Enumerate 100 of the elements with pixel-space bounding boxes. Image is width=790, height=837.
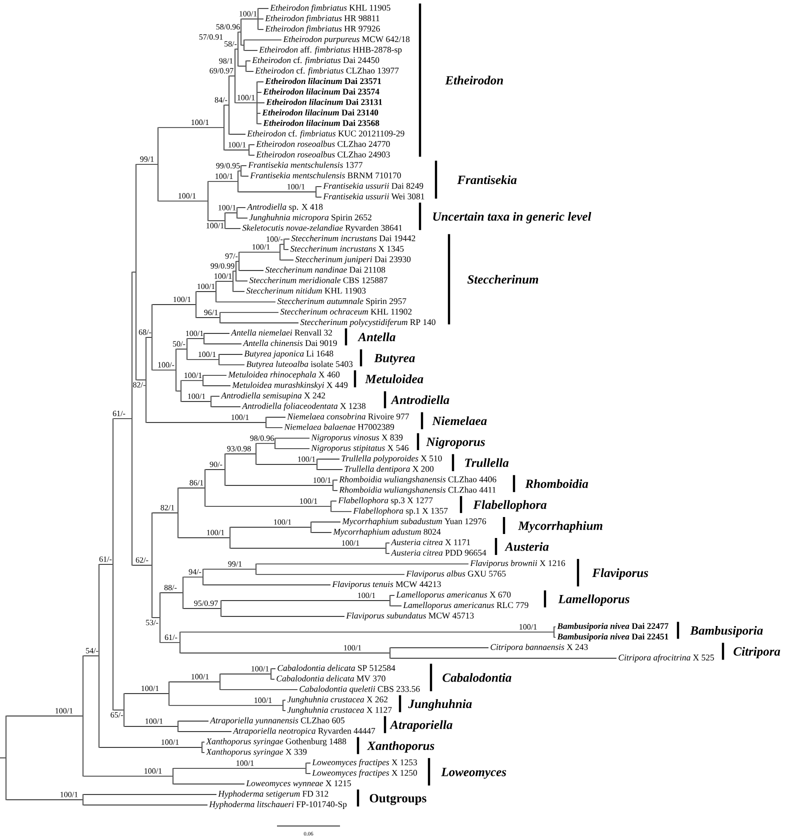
clade-name: Xanthoporus — [366, 741, 434, 753]
taxon-label: Metuloidea murashkinskyi X 449 — [232, 382, 348, 390]
taxon-label: Frantisekia mentschulensis 1377 — [248, 162, 362, 168]
tree-branch — [317, 458, 340, 460]
taxon-label: Niemelaea consobrina Rivoire 977 — [287, 413, 409, 420]
tree-branch — [238, 170, 241, 172]
taxon-label: Etheirodon fimbriatus KHL 11905 — [270, 4, 390, 12]
taxon-label: Antrodiella foliaceodentata X 1238 — [242, 402, 366, 411]
tree-branch — [221, 616, 345, 617]
support-value: 100/1 — [162, 739, 179, 745]
taxon-label: Etheirodon lilacinum Dai 23140 — [262, 109, 378, 116]
support-value: 86/1 — [190, 480, 204, 486]
tree-branch — [83, 776, 173, 777]
tree-branch — [221, 600, 390, 601]
tree-branch — [266, 416, 286, 418]
clade-name: Frantisekia — [457, 175, 517, 184]
clade-name: Butyrea — [374, 354, 415, 365]
taxon-label: Etheirodon cf. fimbriatus CLZhao 13977 — [255, 67, 399, 76]
clade-name: Niemelaea — [432, 416, 487, 426]
taxon-label: Bambusiporia nivea Dai 22477 — [557, 622, 668, 631]
tree-branch — [256, 574, 405, 575]
taxon-label: Austeria citrea PDD 96654 — [390, 550, 486, 556]
taxon-label: Citripora afrocitrina X 525 — [618, 654, 714, 662]
support-value: 53/- — [146, 620, 158, 626]
taxon-label: Lamelloporus americanus X 670 — [396, 591, 511, 600]
tree-branch — [235, 48, 238, 50]
tree-branch — [176, 390, 181, 392]
support-value: 100/1 — [192, 674, 209, 680]
taxon-label: Antella chinensis Dai 9019 — [242, 340, 337, 346]
tree-branch — [236, 260, 239, 262]
taxon-label: Steccherinum meridionale CBS 125887 — [249, 277, 388, 284]
tree-branch — [233, 270, 236, 272]
tree-branch — [181, 401, 211, 402]
taxon-label: Nigroporus vinosus X 839 — [311, 434, 403, 442]
clade-name: Citripora — [734, 646, 780, 658]
taxon-label: Mycorrhaphium adustum 8024 — [333, 528, 441, 536]
taxon-label: Etheirodon purpureus MCW 642/18 — [283, 36, 410, 44]
tree-branch — [390, 658, 617, 659]
tree-branch — [205, 469, 225, 470]
tree-branch — [316, 196, 322, 198]
tree-branch — [283, 710, 286, 712]
taxon-label: Etheirodon lilacinum Dai 23571 — [265, 78, 382, 84]
support-value: 97/- — [225, 253, 238, 259]
taxon-label: Etheirodon fimbriatus HR 97926 — [265, 25, 380, 34]
tree-branch — [266, 427, 283, 428]
tree-branch — [241, 44, 244, 46]
support-value: 50/- — [173, 341, 186, 347]
support-value: 100/1 — [314, 477, 331, 483]
tree-branch — [284, 249, 289, 250]
support-value: 100/1 — [198, 284, 215, 290]
tree-branch — [306, 773, 311, 774]
taxon-label: Xanthoporus syringae X 339 — [206, 748, 307, 757]
support-value: 69/0.97 — [210, 68, 234, 74]
taxon-label: Steccherinum ochraceum KHL 11902 — [280, 308, 412, 315]
taxon-label: Frantisekia ussurii Wei 3081 — [323, 193, 424, 200]
clade-name: Atraporiella — [390, 720, 452, 732]
tree-branch — [236, 280, 248, 282]
tree-branch — [390, 595, 395, 596]
taxon-label: Lamelloporus americanus RLC 779 — [403, 602, 528, 610]
tree-branch — [257, 102, 265, 104]
tree-branch — [187, 359, 219, 360]
support-value: 68/- — [138, 329, 152, 335]
tree-branch — [152, 304, 196, 305]
support-value: 100/1 — [344, 645, 362, 650]
tree-branch — [183, 576, 203, 578]
taxon-label: Steccherinum incrustans X 1345 — [290, 246, 404, 252]
support-value: 84/- — [214, 97, 228, 103]
support-value: 93/0.98 — [227, 446, 251, 452]
taxon-label: Loweomyces wynneae X 1215 — [246, 780, 351, 788]
taxon-label: Etheirodon roseoalbus CLZhao 24903 — [256, 151, 390, 158]
tree-branch — [258, 29, 264, 30]
tree-branch — [124, 693, 169, 694]
support-value: 99/0.95 — [216, 163, 240, 168]
support-value: 100/1 — [300, 498, 318, 504]
tree-branch — [146, 337, 152, 338]
support-value: 100/1 — [188, 394, 206, 399]
tree-branch — [203, 568, 256, 570]
tree-branch — [169, 705, 283, 706]
taxon-label: Butyrea japonica Li 1648 — [244, 350, 334, 358]
tree-branch — [241, 176, 249, 177]
tree-branch — [331, 511, 352, 512]
tree-branch — [160, 592, 183, 594]
taxon-label: Cabalodontia queletii CBS 233.56 — [300, 686, 420, 694]
support-value: 98/0.96 — [250, 436, 274, 441]
tree-branch — [280, 244, 284, 245]
taxon-label: Steccherinum nitidum KHL 11903 — [246, 288, 366, 294]
support-value: 100/1 — [358, 592, 376, 598]
tree-branch — [225, 228, 241, 229]
support-value: 100/1 — [240, 11, 257, 16]
taxon-label: Cabalodontia delicata SP 512584 — [278, 664, 396, 671]
tree-branch — [219, 364, 245, 366]
tree-branch — [178, 720, 209, 722]
tree-branch — [211, 406, 241, 408]
support-value: 61/- — [99, 556, 112, 562]
support-value: 99/1 — [140, 156, 154, 162]
tree-branch — [235, 102, 257, 104]
clade-name: Antrodiella — [390, 395, 450, 404]
taxon-label: Flaviporus subundatus MCW 45713 — [346, 612, 474, 620]
tree-branch — [202, 752, 205, 753]
support-value: 54/- — [86, 648, 98, 654]
